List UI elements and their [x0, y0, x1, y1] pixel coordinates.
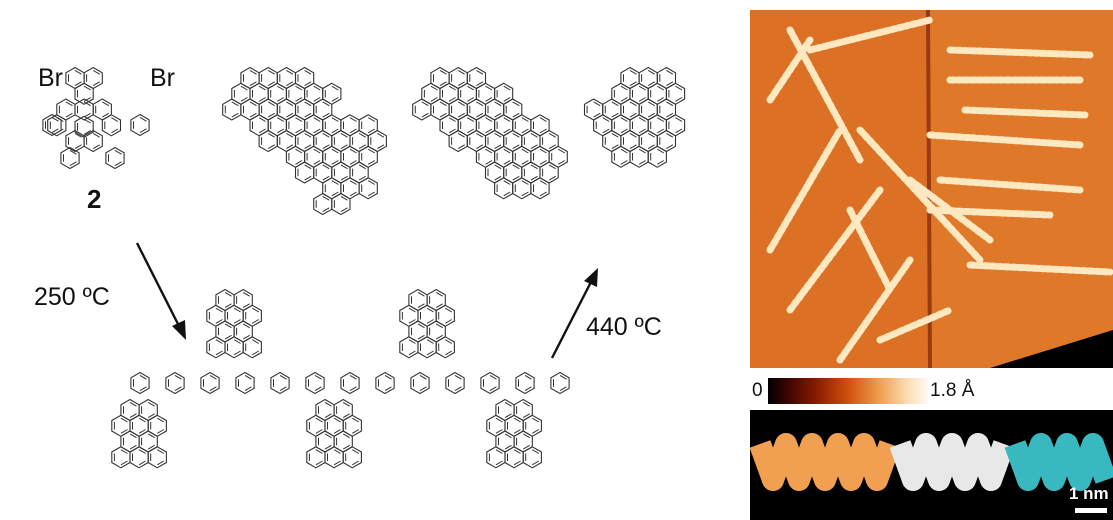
polymer-backbone-ring: [410, 371, 430, 395]
stm-nanoribbon: [946, 46, 1094, 59]
polymer-upper-unit: [435, 336, 455, 359]
polymer-lower-unit: [147, 446, 167, 469]
stm-dark-corner: [990, 330, 1113, 368]
molecular-structures: [42, 66, 686, 469]
stm-overview-image: [750, 10, 1113, 368]
stm-nanoribbon: [846, 206, 894, 294]
polymer-backbone-ring: [235, 371, 255, 395]
polymer-backbone-ring: [165, 371, 185, 395]
stm-nanoribbon: [966, 261, 1113, 276]
polymer-backbone-ring: [445, 371, 465, 395]
polymer-lower-unit: [306, 446, 326, 469]
nanoribbon-zigzag: [750, 433, 901, 491]
precursor-ring: [101, 114, 122, 137]
stm-nanoribbon: [856, 126, 984, 264]
polymer-backbone-ring: [375, 371, 395, 395]
polymer-upper-unit: [399, 336, 419, 359]
precursor-ring: [42, 113, 62, 137]
stm-nanoribbon: [906, 176, 994, 244]
polymer-upper-unit: [242, 336, 262, 359]
polymer-backbone-ring: [515, 371, 535, 395]
stm-nanoribbon: [926, 131, 1084, 149]
polymer-backbone-ring: [130, 371, 150, 395]
nanoribbon-ring: [647, 145, 667, 168]
polymer-upper-unit: [206, 336, 226, 359]
bromine-right-label: Br: [150, 64, 175, 92]
stm-nanoribbon: [836, 256, 914, 364]
reaction-scheme: Br Br 2 250 ºC 440 ºC: [34, 64, 686, 469]
step2-temperature: 440 ºC: [586, 313, 662, 341]
nanoribbon-ring: [331, 192, 351, 216]
colorbar-min-label: 0: [752, 380, 763, 401]
nanoribbon-zigzag: [1004, 433, 1113, 491]
polymer-lower-unit: [486, 446, 506, 469]
step1-temperature: 250 ºC: [34, 283, 110, 311]
polymer-lower-unit: [522, 446, 542, 469]
nanoribbon-ring: [530, 177, 550, 200]
stm-nanoribbon: [786, 186, 884, 314]
scale-bar: [1075, 508, 1107, 513]
stm-nanoribbon: [876, 306, 954, 344]
nanoribbon-zigzag: [889, 433, 1015, 491]
polymer-backbone-ring: [270, 371, 290, 395]
polymer-backbone-ring: [200, 371, 220, 395]
precursor-ring: [83, 129, 103, 153]
polymer-backbone-ring: [305, 371, 325, 395]
stm-nanoribbon: [806, 16, 934, 54]
bromine-left-label: Br: [38, 64, 63, 92]
polymer-backbone-ring: [340, 371, 360, 395]
height-colorbar: [768, 378, 928, 404]
nanoribbon-ring: [358, 177, 378, 200]
compound-number: 2: [87, 184, 102, 214]
stm-nanoribbon: [766, 126, 844, 254]
precursor-ring: [130, 113, 150, 137]
stm-step-edge: [926, 10, 932, 368]
polymer-lower-unit: [111, 446, 131, 469]
precursor-ring: [74, 82, 94, 105]
stm-nanoribbon: [961, 106, 1089, 119]
scale-bar-label: 1 nm: [1069, 484, 1109, 503]
nanoribbon-closeup-image: 1 nm: [750, 410, 1113, 520]
stm-terrace: [750, 10, 930, 368]
precursor-ring: [105, 146, 125, 170]
stm-nanoribbon: [766, 36, 814, 104]
polymer-lower-unit: [342, 446, 362, 469]
polymer-backbone-ring: [550, 371, 570, 395]
polymer-backbone-ring: [480, 371, 500, 395]
precursor-ring: [60, 146, 80, 170]
stm-nanoribbon: [936, 176, 1084, 194]
colorbar-max-label: 1.8 Å: [930, 380, 975, 401]
